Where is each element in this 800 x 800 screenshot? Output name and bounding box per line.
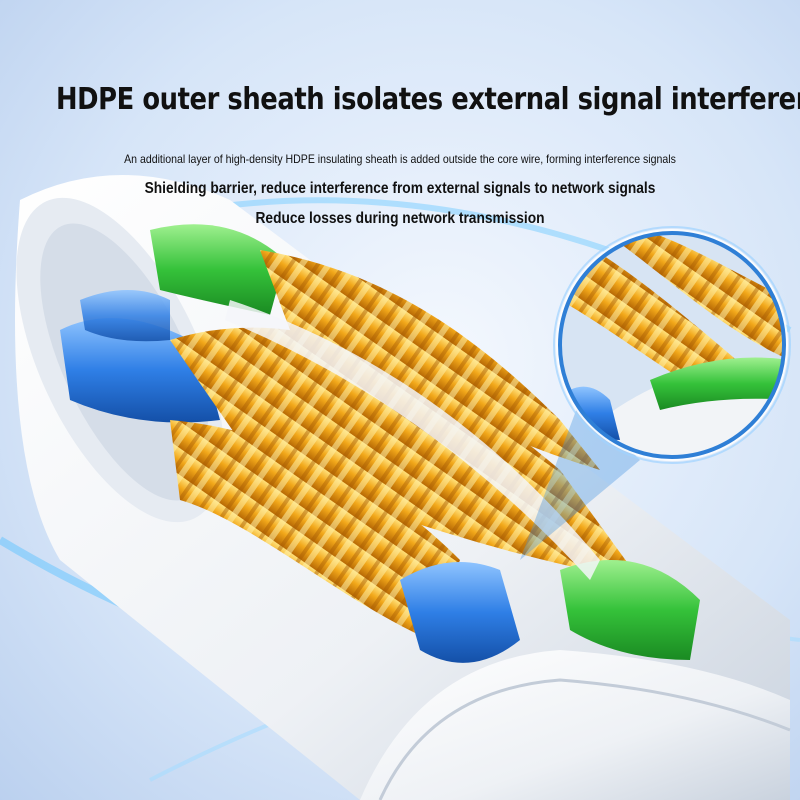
description-line-1: An additional layer of high-density HDPE… bbox=[124, 152, 676, 166]
description-line-3: Reduce losses during network transmissio… bbox=[255, 210, 545, 227]
description-line-2: Shielding barrier, reduce interference f… bbox=[144, 180, 656, 197]
headline: HDPE outer sheath isolates external sign… bbox=[56, 82, 800, 117]
